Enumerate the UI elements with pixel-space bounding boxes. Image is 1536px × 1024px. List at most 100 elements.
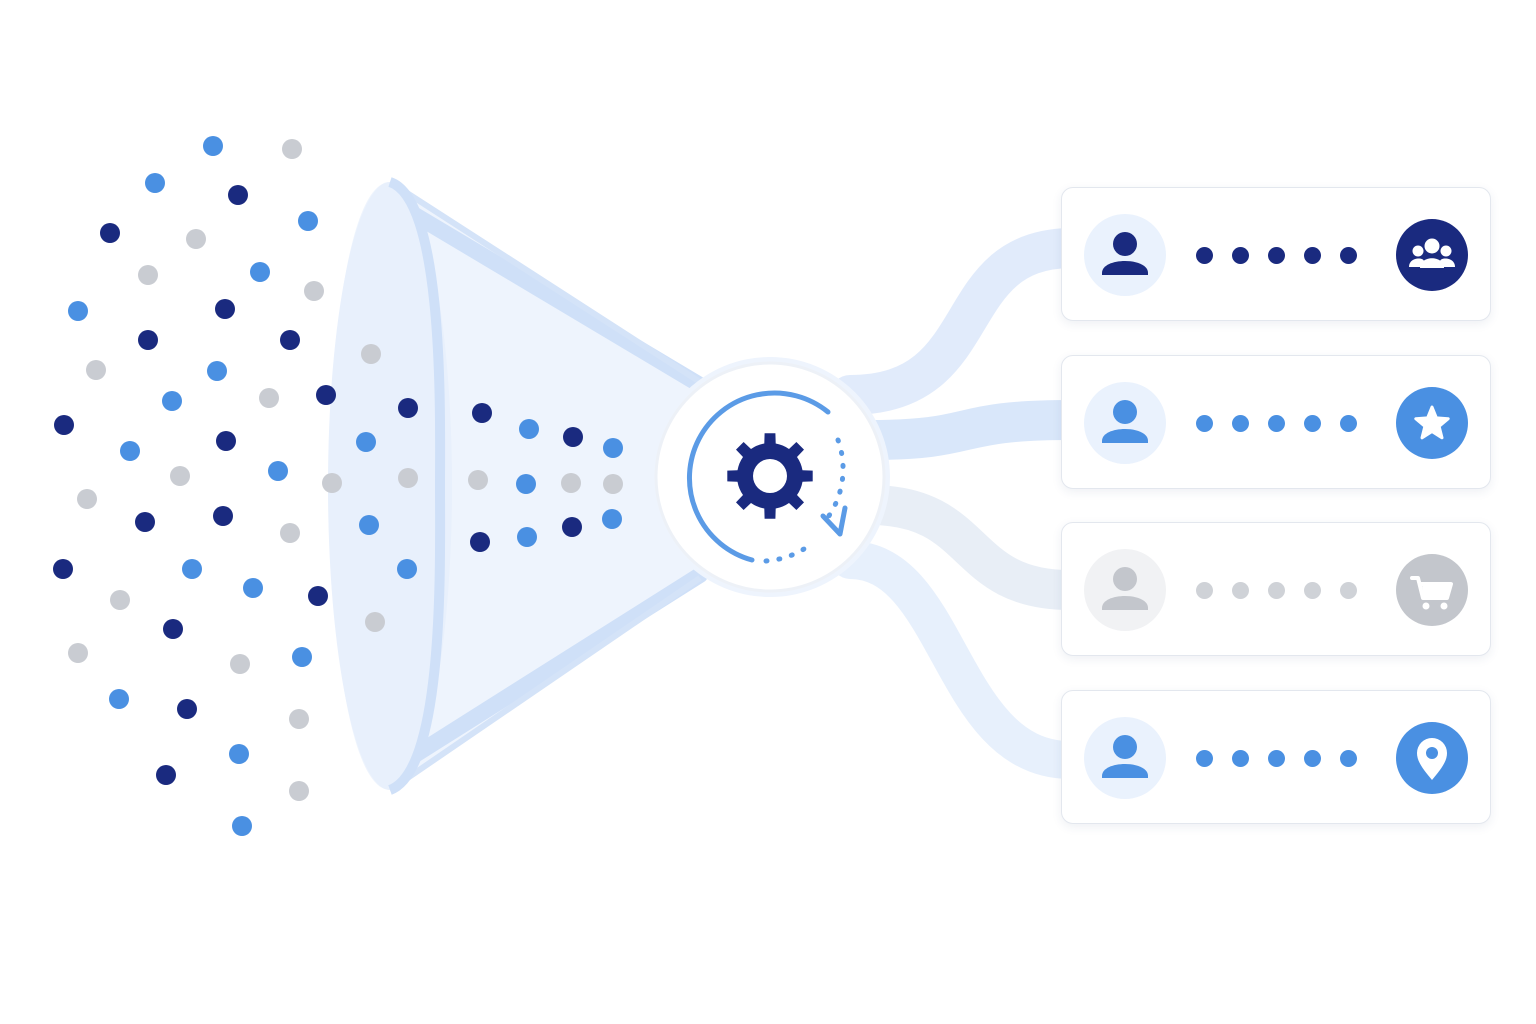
data-point (280, 330, 300, 350)
dot (1196, 750, 1213, 767)
data-point (215, 299, 235, 319)
data-point (86, 360, 106, 380)
dot (1304, 582, 1321, 599)
data-point (289, 781, 309, 801)
data-point (282, 139, 302, 159)
dot (1196, 415, 1213, 432)
data-point (53, 559, 73, 579)
data-point (603, 474, 623, 494)
data-point (77, 489, 97, 509)
data-point (602, 509, 622, 529)
user-icon (1102, 567, 1148, 610)
data-point (304, 281, 324, 301)
data-point (156, 765, 176, 785)
data-point (120, 441, 140, 461)
data-point (268, 461, 288, 481)
segment-card-favorite[interactable] (1061, 355, 1491, 489)
data-point (292, 647, 312, 667)
dot (1232, 582, 1249, 599)
data-point (145, 173, 165, 193)
data-point (289, 709, 309, 729)
progress-dots (1196, 415, 1357, 433)
data-point (213, 506, 233, 526)
dot (1196, 247, 1213, 264)
location-pin-icon (1417, 738, 1447, 780)
data-point (361, 344, 381, 364)
dot (1340, 415, 1357, 432)
flow-stream-3 (850, 485, 1090, 610)
data-point (356, 432, 376, 452)
user-icon (1102, 232, 1148, 275)
avatar (1084, 549, 1166, 631)
data-point (162, 391, 182, 411)
data-point (472, 403, 492, 423)
funnel (328, 177, 708, 795)
data-point (163, 619, 183, 639)
avatar (1084, 382, 1166, 464)
segment-card-shopping[interactable] (1061, 522, 1491, 656)
segment-card-group[interactable] (1061, 187, 1491, 321)
dot (1340, 247, 1357, 264)
dot (1304, 750, 1321, 767)
data-point (138, 330, 158, 350)
dot (1196, 582, 1213, 599)
data-point (322, 473, 342, 493)
segment-card-location[interactable] (1061, 690, 1491, 824)
dot (1232, 750, 1249, 767)
data-point (259, 388, 279, 408)
data-point (397, 559, 417, 579)
data-point (135, 512, 155, 532)
data-point (516, 474, 536, 494)
data-point (250, 262, 270, 282)
data-point (170, 466, 190, 486)
data-point (243, 578, 263, 598)
data-point (232, 816, 252, 836)
progress-dots (1196, 750, 1357, 768)
data-point (186, 229, 206, 249)
dot (1268, 415, 1285, 432)
data-point (359, 515, 379, 535)
shopping-cart-icon (1410, 576, 1453, 610)
data-point (110, 590, 130, 610)
data-point (54, 415, 74, 435)
dot (1304, 415, 1321, 432)
data-point (298, 211, 318, 231)
star-icon (1414, 405, 1450, 440)
dot (1304, 247, 1321, 264)
flow-stream-4 (831, 541, 1089, 779)
scattered-data-points (53, 136, 623, 836)
data-point (517, 527, 537, 547)
data-point (177, 699, 197, 719)
data-point (68, 643, 88, 663)
data-point (216, 431, 236, 451)
progress-dots (1196, 247, 1357, 265)
dot (1340, 750, 1357, 767)
refresh-arrows-icon (687, 390, 848, 564)
data-point (398, 468, 418, 488)
data-point (229, 744, 249, 764)
flow-stream-1 (830, 228, 1090, 415)
dot (1268, 582, 1285, 599)
data-point (316, 385, 336, 405)
data-point (100, 223, 120, 243)
funnel-mouth-rim (387, 177, 446, 795)
data-point (207, 361, 227, 381)
segment-badge (1396, 387, 1468, 459)
funnel-top-rim (388, 179, 702, 793)
funnel-mouth (328, 182, 452, 790)
progress-dots (1196, 582, 1357, 600)
dot (1268, 750, 1285, 767)
dot (1232, 415, 1249, 432)
data-point (468, 470, 488, 490)
flow-stream-2 (850, 400, 1090, 460)
gear-icon (727, 433, 813, 519)
users-group-icon (1409, 238, 1455, 268)
data-point (109, 689, 129, 709)
user-icon (1102, 400, 1148, 443)
avatar (1084, 214, 1166, 296)
data-point (203, 136, 223, 156)
segment-badge (1396, 219, 1468, 291)
segment-badge (1396, 554, 1468, 626)
data-point (603, 438, 623, 458)
